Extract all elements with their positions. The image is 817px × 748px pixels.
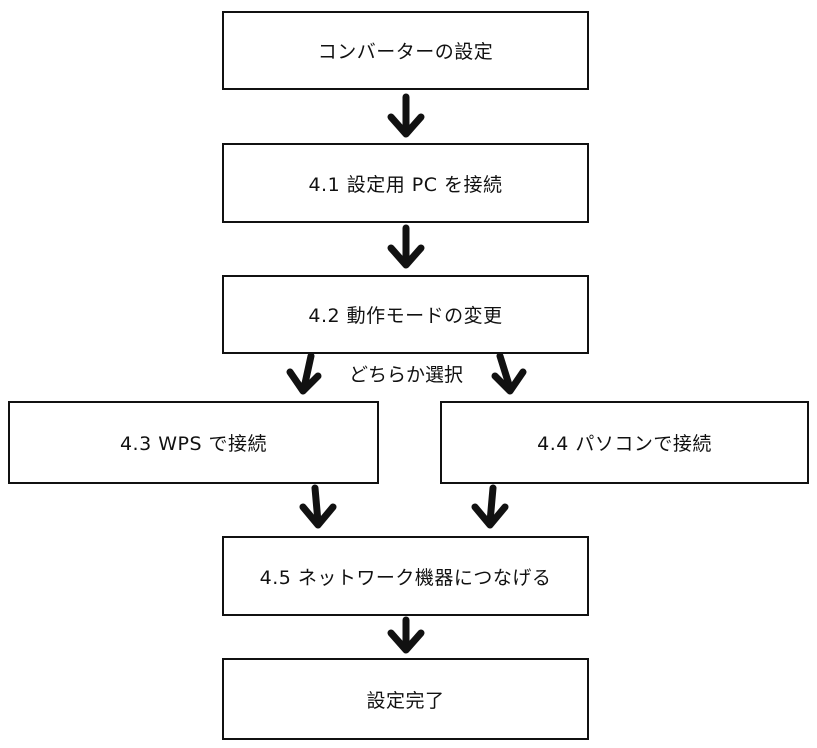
step-box-connect-wps: 4.3 WPS で接続 <box>8 401 379 484</box>
step-box-converter-setup: コンバーターの設定 <box>222 11 589 90</box>
step-box-connect-network: 4.5 ネットワーク機器につなげる <box>222 536 589 616</box>
arrow-down-icon <box>387 224 425 269</box>
step-label-connect-computer: 4.4 パソコンで接続 <box>537 433 712 455</box>
step-box-setup-complete: 設定完了 <box>222 658 589 740</box>
step-box-change-mode: 4.2 動作モードの変更 <box>222 275 589 354</box>
step-label-converter-setup: コンバーターの設定 <box>317 41 494 63</box>
step-label-connect-network: 4.5 ネットワーク機器につなげる <box>259 566 552 589</box>
step-label-change-mode: 4.2 動作モードの変更 <box>308 305 503 327</box>
step-box-connect-computer: 4.4 パソコンで接続 <box>440 401 809 484</box>
step-box-connect-pc: 4.1 設定用 PC を接続 <box>222 143 589 223</box>
arrow-down-icon <box>299 484 337 529</box>
arrow-down-icon <box>471 484 509 529</box>
arrow-down-icon <box>387 616 425 654</box>
arrow-down-icon <box>387 93 425 138</box>
step-label-connect-pc: 4.1 設定用 PC を接続 <box>308 173 503 196</box>
branch-choice-label: どちらか選択 <box>348 364 463 386</box>
step-label-setup-complete: 設定完了 <box>366 689 445 712</box>
step-label-connect-wps: 4.3 WPS で接続 <box>119 433 268 455</box>
